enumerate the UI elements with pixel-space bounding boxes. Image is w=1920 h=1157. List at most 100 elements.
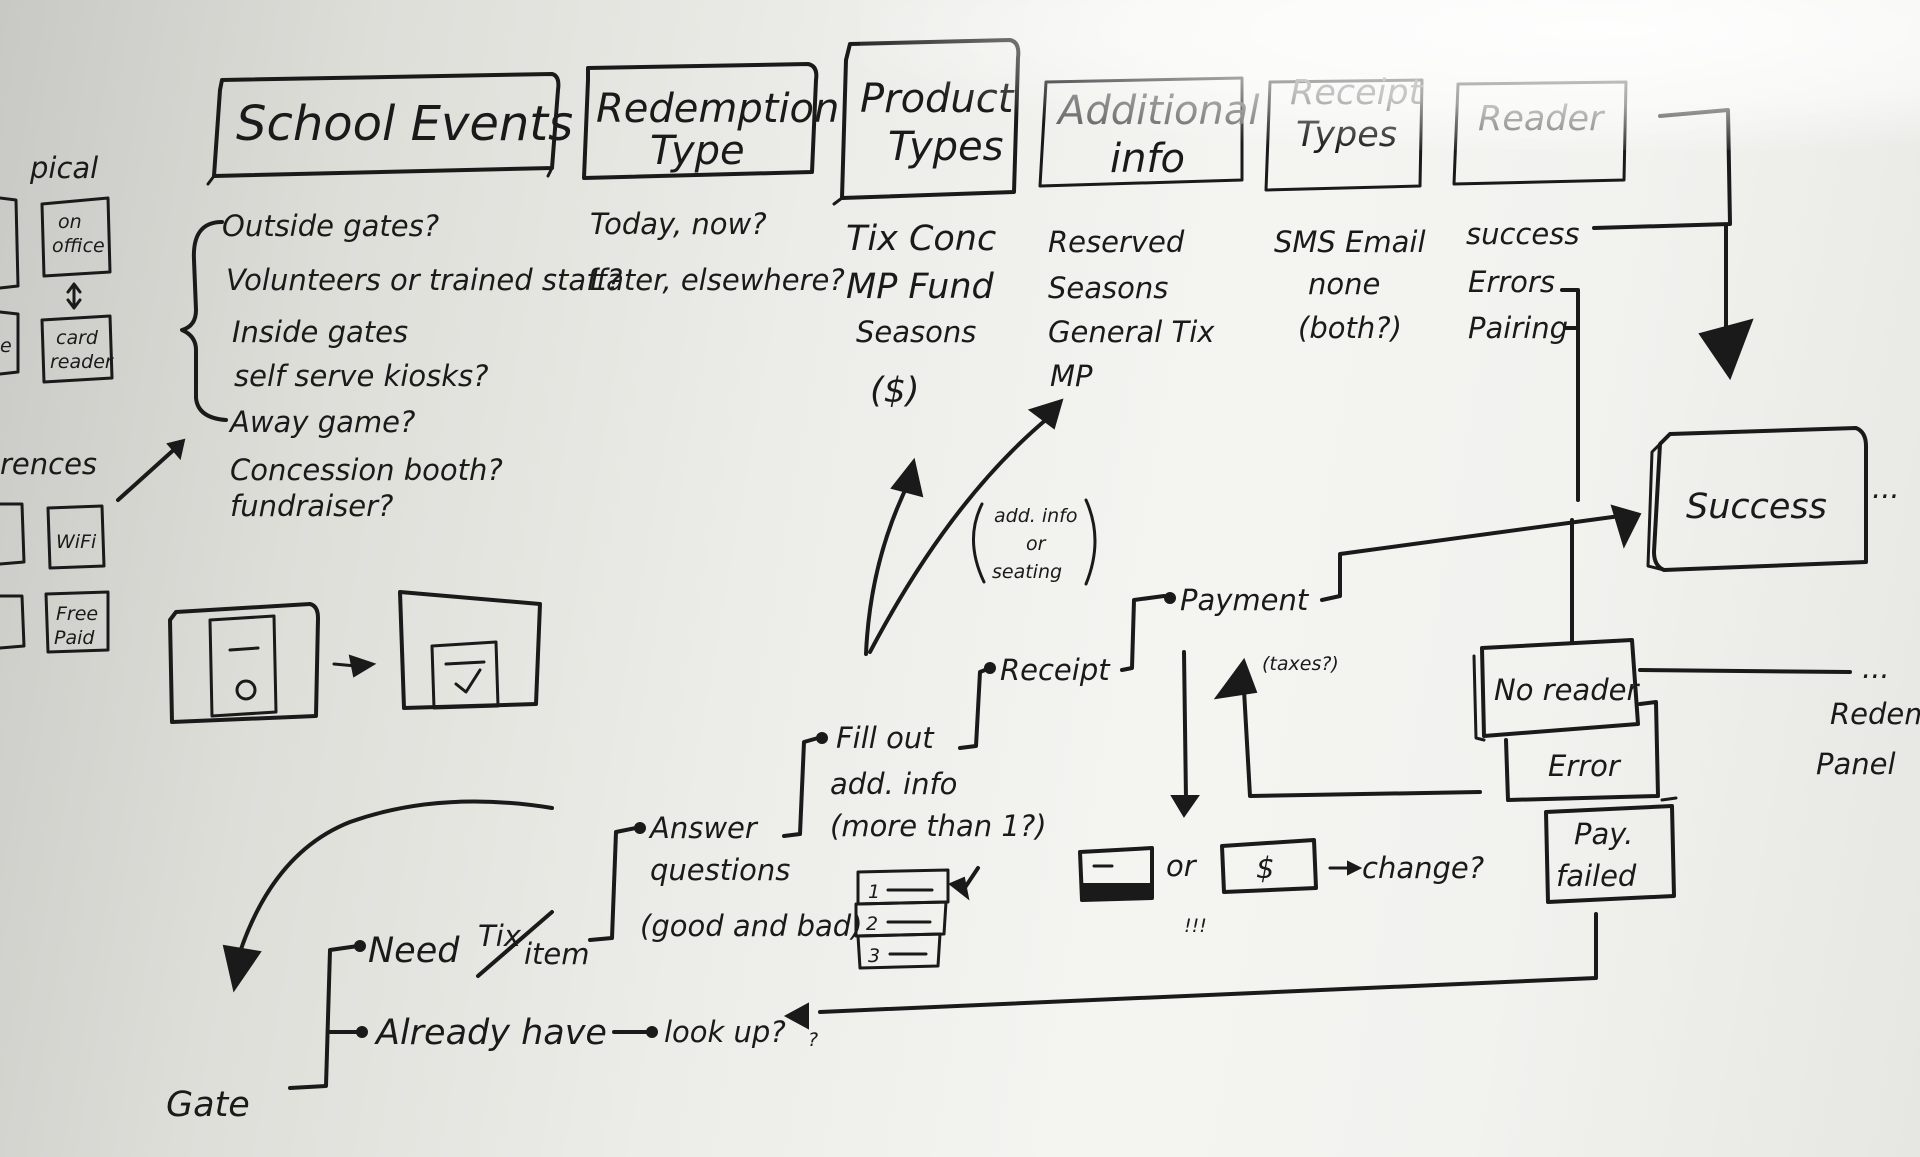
school-events-list: Outside gates? Volunteers or trained sta… xyxy=(180,209,622,523)
receipt-item-2: none xyxy=(1308,267,1380,301)
payment-label: Payment xyxy=(1180,583,1310,617)
school-event-item-3: Inside gates xyxy=(232,315,408,349)
pay-failed-label-2: failed xyxy=(1556,859,1637,893)
wifi-label: WiFi xyxy=(56,531,97,553)
product-item-4: ($) xyxy=(870,371,920,411)
answer-label-3: (good and bad) xyxy=(640,909,863,943)
header-redemption-type: Redemption Type xyxy=(582,62,839,180)
left-edge-e: e xyxy=(0,335,12,357)
arrowhead-gate xyxy=(222,944,262,993)
list-mark-2: 2 xyxy=(866,913,878,935)
add-info-note-2: or xyxy=(1026,533,1047,555)
error-label: Error xyxy=(1548,749,1622,783)
arrowhead-products xyxy=(890,457,924,498)
header-redemption-label-2: Type xyxy=(650,128,745,174)
success-box: Success ... xyxy=(1646,426,1900,572)
question-mark: ? xyxy=(808,1029,818,1051)
left-edge-top-label: pical xyxy=(29,151,98,185)
redemption-panel-fragment: Redem Panel xyxy=(1816,697,1920,781)
school-event-item-4: self serve kiosks? xyxy=(234,359,489,393)
numbered-list-sketch: 1 2 3 xyxy=(854,866,980,970)
school-event-item-5: Away game? xyxy=(228,405,415,439)
change-label: change? xyxy=(1362,851,1484,885)
fill-out-label-1: Fill out xyxy=(836,721,935,755)
header-receipt-label-2: Types xyxy=(1296,115,1397,155)
product-item-1: Tix Conc xyxy=(846,219,996,259)
reader-top-connector xyxy=(1592,108,1732,230)
list-mark-1: 1 xyxy=(868,881,880,903)
header-product-label-1: Product xyxy=(860,76,1015,122)
arrowhead-down-success xyxy=(1698,318,1754,381)
redemption-item-2: Later, elsewhere? xyxy=(590,263,845,297)
taxes-label: (taxes?) xyxy=(1262,653,1339,675)
additional-info-list: Reserved Seasons General Tix MP xyxy=(1048,225,1215,393)
reader-bracket xyxy=(1560,288,1580,502)
arrow-to-school-list xyxy=(116,444,180,502)
add-info-note: add. info or seating xyxy=(972,498,1097,586)
box-office-label-1: on xyxy=(58,211,82,233)
no-reader-label: No reader xyxy=(1494,673,1640,707)
payment-node: Payment (taxes?) xyxy=(1164,504,1642,818)
payment-methods: or !!! $ change? xyxy=(1078,838,1484,937)
answer-label-2: questions xyxy=(650,853,790,887)
item-label: item xyxy=(524,937,590,971)
pay-failed-box: Pay. failed xyxy=(1544,796,1678,904)
left-edge-fragments: pical on office e card reader rences WiF… xyxy=(0,151,114,654)
product-item-2: MP Fund xyxy=(846,267,995,307)
need-label: Need xyxy=(368,931,460,971)
arrowhead-lookup xyxy=(783,1002,809,1030)
reader-item-2: Errors xyxy=(1468,265,1555,299)
arrow-to-products xyxy=(864,478,912,656)
free-paid-label-1: Free xyxy=(56,603,98,625)
redemption-list: Today, now? Later, elsewhere? xyxy=(590,207,845,297)
arrowhead-school-list xyxy=(166,438,186,461)
left-edge-mid-label: rences xyxy=(0,447,97,481)
reader-item-1: success xyxy=(1466,217,1579,251)
receipt-item-1: SMS Email xyxy=(1274,225,1426,259)
pay-failed-label-1: Pay. xyxy=(1574,817,1633,851)
free-paid-label-2: Paid xyxy=(54,627,95,649)
card-reader-label-1: card xyxy=(56,327,99,349)
gate-label: Gate xyxy=(166,1085,250,1125)
school-event-item-1: Outside gates? xyxy=(222,209,439,243)
no-reader-to-panel xyxy=(1638,668,1852,674)
product-list: Tix Conc MP Fund Seasons ($) xyxy=(846,219,996,411)
card-reader-label-2: reader xyxy=(50,351,114,373)
header-school-events-label: School Events xyxy=(236,96,573,152)
school-event-item-2: Volunteers or trained staff? xyxy=(226,263,622,297)
look-up-label: look up? xyxy=(664,1015,786,1049)
header-receipt-label-1: Receipt xyxy=(1290,73,1424,113)
product-item-3: Seasons xyxy=(856,315,976,349)
list-mark-3: 3 xyxy=(868,945,880,967)
fill-out-label-2: add. info xyxy=(830,767,957,801)
arrowhead-mp xyxy=(1027,398,1064,430)
redemption-panel-label-1: Redem xyxy=(1830,697,1920,731)
success-ellipsis: ... xyxy=(1872,471,1900,505)
success-label: Success xyxy=(1686,487,1827,527)
header-redemption-label-1: Redemption xyxy=(596,86,839,132)
header-additional-info: Additional info xyxy=(1038,76,1260,188)
reader-list: success Errors Pairing xyxy=(1466,217,1579,345)
fill-out-node: Fill out add. info (more than 1?) xyxy=(816,666,1047,843)
device-sketches xyxy=(168,590,542,724)
box-office-label-2: office xyxy=(52,235,105,257)
pay-failed-to-lookup xyxy=(818,912,1598,1014)
add-info-note-3: seating xyxy=(992,561,1062,583)
header-school-events: School Events xyxy=(206,72,573,186)
arrowhead-taxes xyxy=(1213,657,1258,700)
redemption-item-1: Today, now? xyxy=(590,207,767,241)
additional-item-3: General Tix xyxy=(1048,315,1215,349)
cash-label: $ xyxy=(1256,851,1274,885)
school-event-item-7: fundraiser? xyxy=(230,489,393,523)
school-event-item-6: Concession booth? xyxy=(230,453,503,487)
answer-node: Answer questions (good and bad) xyxy=(634,736,863,943)
gate-tree: Gate Need Tix item Already have look up? xyxy=(166,826,786,1125)
no-reader-ellipsis: ... xyxy=(1862,651,1890,685)
arrow-to-mp xyxy=(868,416,1050,654)
add-info-note-1: add. info xyxy=(994,505,1077,527)
arrow-to-gate xyxy=(238,799,554,954)
additional-item-1: Reserved xyxy=(1048,225,1185,259)
header-product-label-2: Types xyxy=(888,124,1003,170)
tix-label: Tix xyxy=(478,919,522,953)
